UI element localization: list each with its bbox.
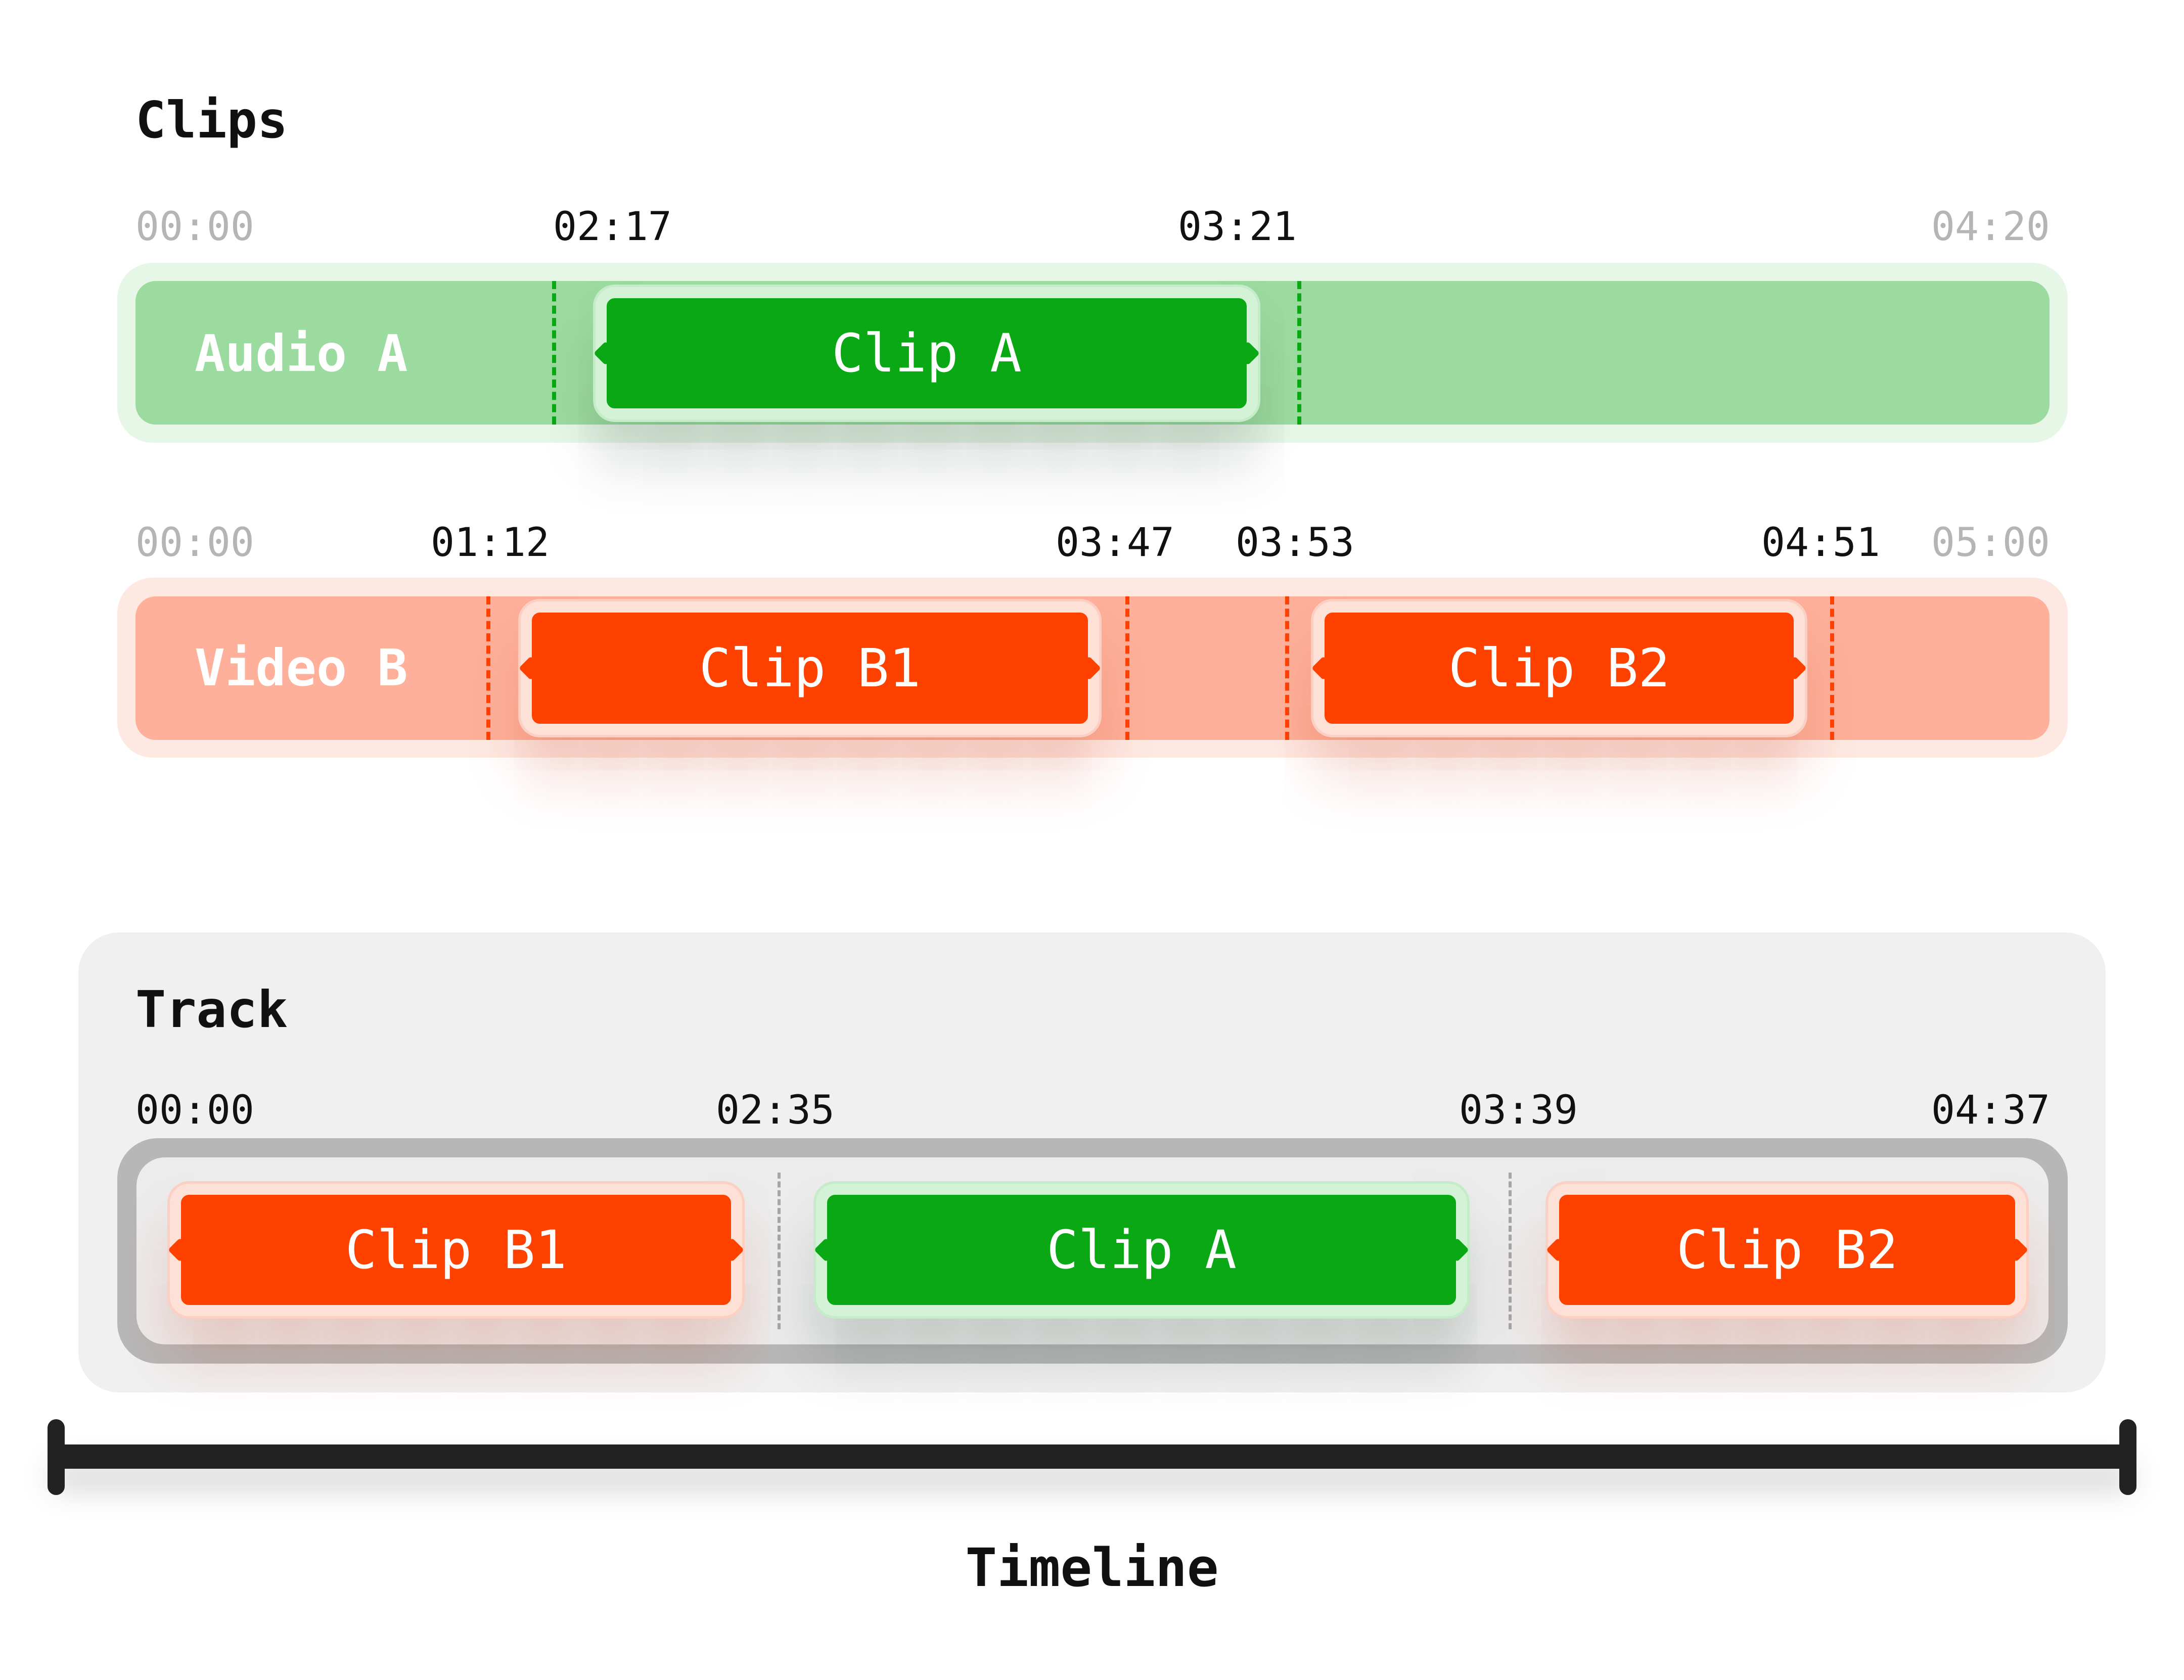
track-tick-2: 03:39 bbox=[1459, 1088, 1578, 1133]
video-cut-b1-out-marker bbox=[1125, 596, 1129, 740]
clips-heading: Clips bbox=[135, 90, 288, 150]
audio-clip-a-label: Clip A bbox=[832, 322, 1022, 384]
trim-handle-right-icon[interactable] bbox=[719, 1237, 745, 1263]
audio-tick-end: 04:20 bbox=[1931, 204, 2050, 250]
track-cut-2-marker bbox=[1509, 1173, 1512, 1329]
trim-handle-left-icon[interactable] bbox=[518, 656, 543, 681]
video-tick-b2-in: 03:53 bbox=[1236, 520, 1354, 566]
audio-lane-label: Audio A bbox=[195, 324, 408, 383]
track-clip-b1[interactable]: Clip B1 bbox=[167, 1184, 745, 1316]
track-cut-1-marker bbox=[778, 1173, 781, 1329]
video-clip-b1[interactable]: Clip B1 bbox=[518, 601, 1102, 735]
video-tick-end: 05:00 bbox=[1931, 520, 2050, 566]
trim-handle-right-icon[interactable] bbox=[1444, 1237, 1470, 1263]
track-clip-b2-label: Clip B2 bbox=[1676, 1219, 1898, 1281]
audio-tick-clip-in: 02:17 bbox=[553, 204, 672, 250]
track-heading: Track bbox=[135, 980, 288, 1039]
trim-handle-left-icon[interactable] bbox=[1311, 656, 1336, 681]
track-tick-1: 02:35 bbox=[716, 1088, 835, 1133]
video-tick-b2-out: 04:51 bbox=[1761, 520, 1880, 566]
video-cut-b2-out-marker bbox=[1830, 596, 1834, 740]
video-clip-b2[interactable]: Clip B2 bbox=[1311, 601, 1807, 735]
track-tick-start: 00:00 bbox=[135, 1088, 254, 1133]
audio-clip-a[interactable]: Clip A bbox=[593, 287, 1260, 419]
audio-tick-clip-out: 03:21 bbox=[1178, 204, 1297, 250]
timeline-end-cap bbox=[2119, 1419, 2136, 1495]
video-cut-b2-in-marker bbox=[1285, 596, 1289, 740]
trim-handle-left-icon[interactable] bbox=[167, 1237, 193, 1263]
trim-handle-left-icon[interactable] bbox=[813, 1237, 839, 1263]
timeline-start-cap bbox=[48, 1419, 65, 1495]
trim-handle-right-icon[interactable] bbox=[2004, 1237, 2029, 1263]
audio-cut-in-marker bbox=[552, 281, 556, 425]
timeline-bar bbox=[50, 1444, 2134, 1469]
track-clip-b1-label: Clip B1 bbox=[345, 1219, 567, 1281]
audio-cut-out-marker bbox=[1297, 281, 1301, 425]
track-clip-a[interactable]: Clip A bbox=[813, 1184, 1470, 1316]
track-clip-b2[interactable]: Clip B2 bbox=[1545, 1184, 2029, 1316]
video-tick-start: 00:00 bbox=[135, 520, 254, 566]
trim-handle-right-icon[interactable] bbox=[1782, 656, 1807, 681]
trim-handle-left-icon[interactable] bbox=[1545, 1237, 1571, 1263]
video-tick-b1-out: 03:47 bbox=[1056, 520, 1174, 566]
trim-handle-right-icon[interactable] bbox=[1076, 656, 1102, 681]
audio-tick-start: 00:00 bbox=[135, 204, 254, 250]
trim-handle-left-icon[interactable] bbox=[593, 341, 618, 366]
video-clip-b2-label: Clip B2 bbox=[1448, 637, 1670, 699]
track-tick-end: 04:37 bbox=[1931, 1088, 2050, 1133]
video-tick-b1-in: 01:12 bbox=[431, 520, 550, 566]
video-cut-b1-in-marker bbox=[486, 596, 490, 740]
video-clip-b1-label: Clip B1 bbox=[699, 637, 921, 699]
video-lane-label: Video B bbox=[195, 638, 408, 697]
timeline-label: Timeline bbox=[965, 1537, 1219, 1599]
trim-handle-right-icon[interactable] bbox=[1235, 341, 1260, 366]
track-clip-a-label: Clip A bbox=[1046, 1219, 1237, 1281]
